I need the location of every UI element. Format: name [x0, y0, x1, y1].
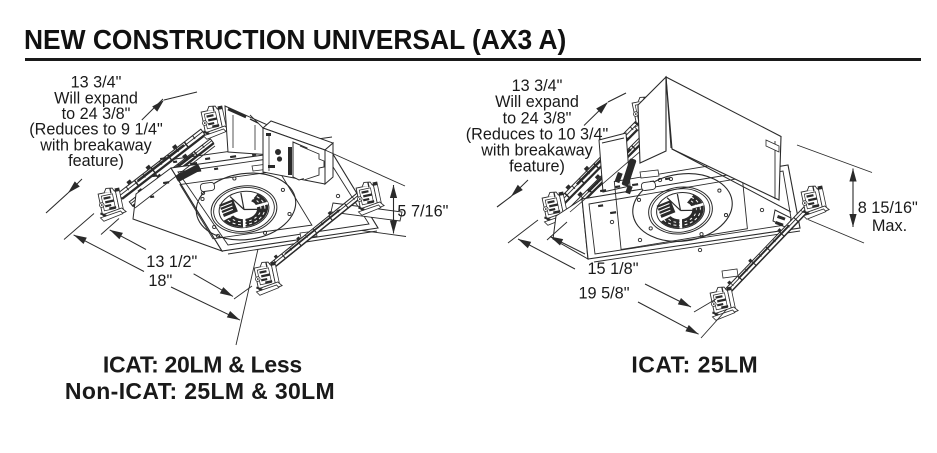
- svg-text:Will expand: Will expand: [495, 93, 579, 111]
- svg-text:13 3/4": 13 3/4": [71, 74, 122, 92]
- svg-text:18": 18": [148, 272, 172, 290]
- svg-text:13 3/4": 13 3/4": [512, 77, 563, 95]
- svg-text:feature): feature): [509, 158, 565, 176]
- svg-text:(Reduces to 10 3/4": (Reduces to 10 3/4": [466, 125, 609, 143]
- svg-text:19 5/8": 19 5/8": [578, 285, 629, 303]
- svg-text:Non-ICAT: 25LM & 30LM: Non-ICAT: 25LM & 30LM: [65, 378, 335, 404]
- svg-text:5 7/16": 5 7/16": [397, 203, 448, 221]
- svg-text:to 24 3/8": to 24 3/8": [62, 105, 131, 123]
- svg-text:ICAT: 25LM: ICAT: 25LM: [631, 352, 758, 378]
- svg-text:13 1/2": 13 1/2": [146, 253, 197, 271]
- svg-text:feature): feature): [68, 152, 124, 170]
- svg-text:ICAT: 20LM & Less: ICAT: 20LM & Less: [103, 352, 302, 378]
- svg-text:Max.: Max.: [872, 217, 907, 235]
- svg-text:(Reduces to 9 1/4": (Reduces to 9 1/4": [29, 121, 163, 139]
- svg-text:15 1/8": 15 1/8": [587, 260, 638, 278]
- svg-text:Will expand: Will expand: [54, 89, 138, 107]
- svg-text:8 15/16": 8 15/16": [858, 199, 918, 217]
- svg-text:with breakaway: with breakaway: [480, 142, 593, 160]
- svg-text:to 24 3/8": to 24 3/8": [503, 109, 572, 127]
- svg-text:with breakaway: with breakaway: [39, 136, 152, 154]
